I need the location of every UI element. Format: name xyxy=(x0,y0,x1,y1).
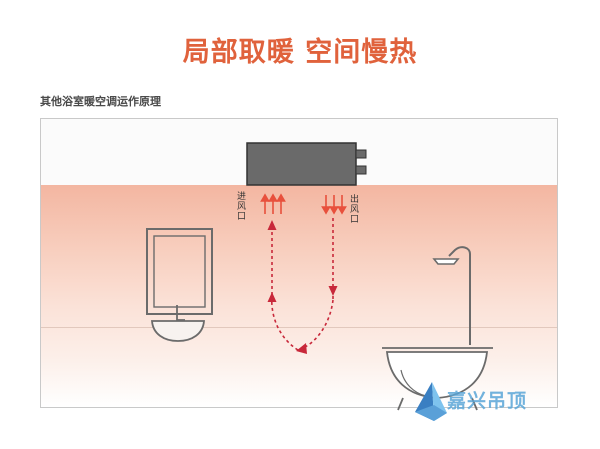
floor-line xyxy=(41,327,557,328)
arrowhead-mid-left xyxy=(267,292,277,302)
circulation-arrowheads xyxy=(267,220,338,354)
inlet-label: 进风口 xyxy=(235,191,245,221)
arrowhead-bottom xyxy=(296,343,307,354)
outlet-arrows xyxy=(321,195,347,215)
inlet-arrows xyxy=(260,193,286,214)
heater-side-panel-lower xyxy=(355,165,367,175)
air-circulation-path xyxy=(271,218,334,351)
watermark-text: 嘉兴吊顶 xyxy=(447,390,528,412)
heater-body xyxy=(246,142,357,186)
heater-side-panel xyxy=(355,149,367,159)
headline: 局部取暖 空间慢热 xyxy=(182,37,418,68)
triangular-crystal-logo-icon xyxy=(415,382,447,421)
return-curve xyxy=(271,294,299,351)
outlet-label: 出风口 xyxy=(348,194,358,224)
arrowhead-top-right xyxy=(328,286,338,296)
diagram-subheading: 其他浴室暖空调运作原理 xyxy=(40,95,161,108)
shower-head xyxy=(432,258,460,265)
shower xyxy=(432,246,471,345)
washbasin xyxy=(151,305,205,342)
arrowhead-top-left xyxy=(267,220,277,230)
bathtub xyxy=(382,347,493,411)
mirror xyxy=(146,228,213,315)
heater-unit xyxy=(246,142,367,186)
bottom-curve xyxy=(297,299,334,351)
